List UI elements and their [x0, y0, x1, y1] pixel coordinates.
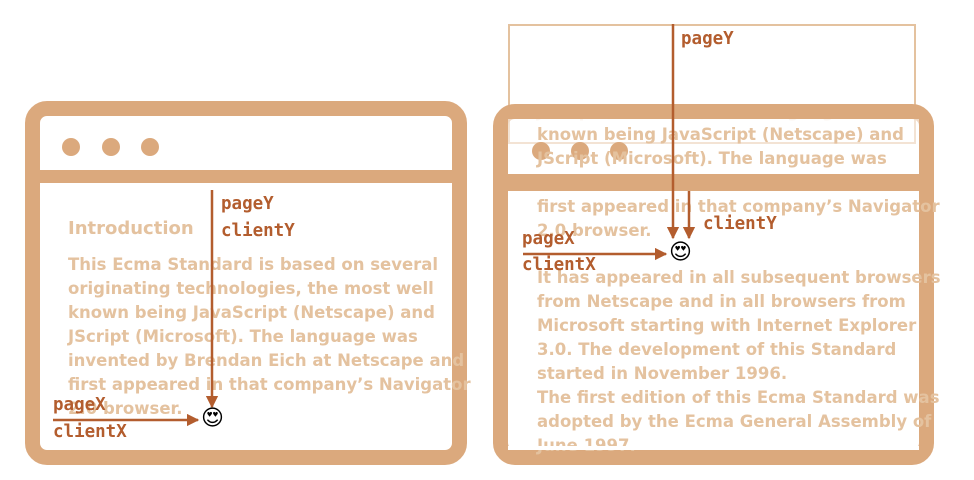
- left-text-line: first appeared in that company’s Navigat…: [68, 375, 471, 394]
- right-client-y-label: clientY: [703, 214, 777, 234]
- right-text-line: adopted by the Ecma General Assembly of: [537, 412, 932, 431]
- left-text-line: 2.0 browser.: [68, 399, 183, 418]
- right-window-bottom-mask: [508, 446, 919, 450]
- right-text-line: 2.0 browser.: [537, 221, 652, 240]
- left-text-line: JScript (Microsoft). The language was: [68, 327, 418, 346]
- right-text-line: Microsoft starting with Internet Explore…: [537, 316, 917, 335]
- left-client-x-label: clientX: [53, 422, 127, 442]
- right-window-toolbar-divider: [508, 174, 919, 191]
- left-pointer-emoji-icon: 😍: [201, 406, 224, 431]
- left-window-toolbar-divider: [40, 170, 452, 183]
- left-window-dot-icon-3: [141, 138, 159, 156]
- left-browser-window: [25, 101, 467, 465]
- right-page-y-label: pageY: [681, 29, 734, 49]
- left-window-dot-icon-2: [102, 138, 120, 156]
- left-client-y-label: clientY: [221, 221, 295, 241]
- right-text-line: from Netscape and in all browsers from: [537, 292, 906, 311]
- right-window-dot-icon-1: [532, 142, 550, 160]
- right-text-line: The first edition of this Ecma Standard …: [537, 388, 940, 407]
- left-page-x-label: pageX: [53, 395, 106, 415]
- right-browser-window: [493, 104, 934, 465]
- right-text-line: June 1997.: [537, 434, 941, 458]
- left-text-line: This Ecma Standard is based on several: [68, 255, 439, 274]
- right-document-text-toolbar: known being JavaScript (Netscape) and JS…: [537, 123, 904, 171]
- right-window-dot-icon-3: [610, 142, 628, 160]
- right-text-line: It has appeared in all subsequent browse…: [537, 268, 941, 287]
- right-text-line: first appeared in that company’s Navigat…: [537, 197, 940, 216]
- left-text-line: invented by Brendan Eich at Netscape and: [68, 351, 465, 370]
- right-document-text: first appeared in that company’s Navigat…: [537, 195, 940, 243]
- right-text-line-toolbar: known being JavaScript (Netscape) and: [537, 125, 904, 144]
- left-window-dot-icon-1: [62, 138, 80, 156]
- left-text-line: known being JavaScript (Netscape) and: [68, 303, 435, 322]
- right-document-text-body: It has appeared in all subsequent browse…: [537, 266, 941, 458]
- right-pointer-emoji-icon: 😍: [669, 240, 692, 265]
- right-client-x-label: clientX: [522, 255, 596, 275]
- right-window-dot-icon-2: [571, 142, 589, 160]
- right-text-line: started in November 1996.: [537, 364, 788, 383]
- right-page-x-label: pageX: [522, 229, 575, 249]
- right-text-line-toolbar: JScript (Microsoft). The language was: [537, 149, 887, 168]
- left-page-y-label: pageY: [221, 194, 274, 214]
- right-text-line: 3.0. The development of this Standard: [537, 340, 897, 359]
- left-text-line: originating technologies, the most well: [68, 279, 434, 298]
- left-document-text: This Ecma Standard is based on several o…: [68, 253, 471, 421]
- left-document-title: Introduction: [68, 218, 194, 239]
